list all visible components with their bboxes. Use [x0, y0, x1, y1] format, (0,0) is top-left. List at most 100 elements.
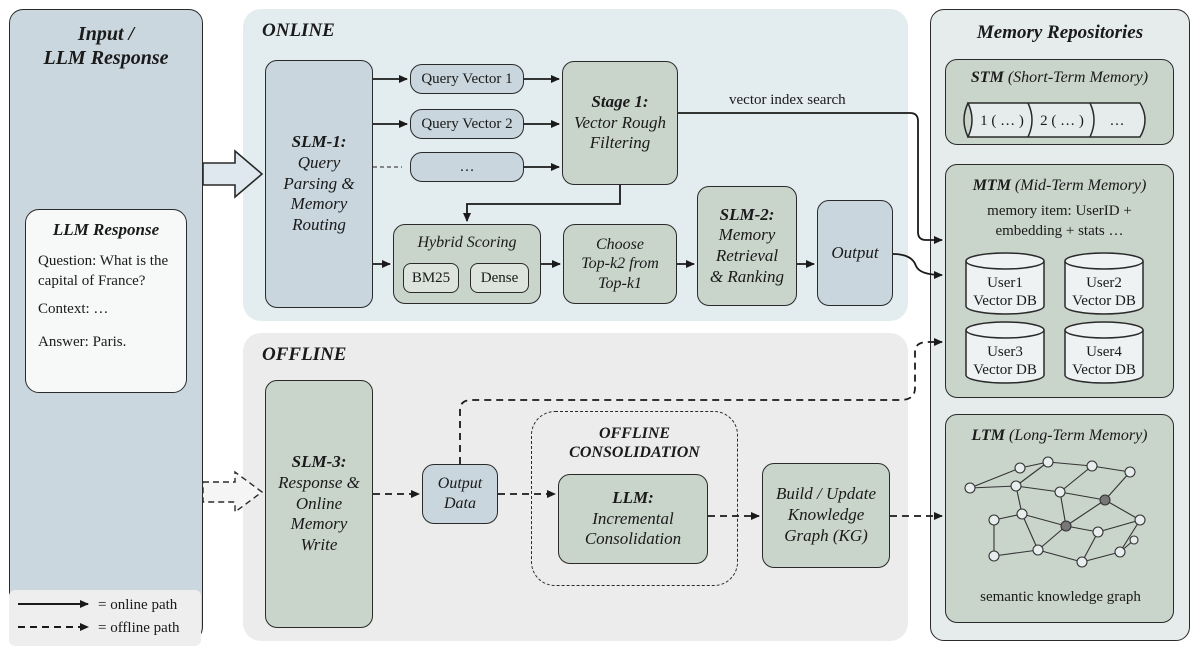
stm-abbr: STM	[970, 69, 1004, 86]
kg-line3: Graph (KG)	[784, 525, 868, 545]
slm3-line4: Write	[300, 535, 338, 555]
dense-label: Dense	[480, 269, 519, 286]
hybrid-title: Hybrid Scoring	[417, 234, 517, 251]
slm2-box: SLM-2: Memory Retrieval & Ranking	[697, 186, 797, 306]
mtm-abbr: MTM	[972, 177, 1011, 194]
llm-response-title: LLM Response	[52, 220, 160, 239]
offline-consolidation-group: OFFLINE CONSOLIDATION	[531, 411, 738, 586]
output-label: Output	[831, 242, 879, 262]
vector-index-search-label: vector index search	[729, 92, 846, 108]
bm25-box: BM25	[403, 263, 459, 293]
kg-line1: Build / Update	[775, 484, 877, 504]
choose-line3: Top-k1	[598, 274, 642, 292]
legend-offline-label: = offline path	[98, 620, 180, 636]
query-vector-2: Query Vector 2	[410, 109, 524, 139]
slm3-line2: Online	[295, 493, 343, 513]
mtm-desc1: memory item: UserID +	[987, 203, 1132, 219]
output-data-to-mtm-arrow	[459, 338, 943, 464]
stage1-line2: Filtering	[589, 133, 651, 153]
user3-label: User3	[987, 344, 1023, 360]
choose-line2: Top-k2 from	[581, 255, 659, 273]
slm3-line1: Response &	[278, 472, 360, 492]
choose-topk-box: Choose Top-k2 from Top-k1	[563, 224, 677, 304]
llm-line1: Incremental	[592, 508, 674, 528]
query-vector-1-label: Query Vector 1	[421, 70, 513, 87]
stm-full: (Short-Term Memory)	[1007, 69, 1149, 86]
build-kg-box: Build / Update Knowledge Graph (KG)	[762, 463, 890, 568]
llm-consolidation-box: LLM: Incremental Consolidation	[558, 474, 708, 564]
llm-title: LLM:	[612, 487, 654, 507]
bm25-label: BM25	[411, 269, 451, 286]
llm-context: Context: …	[38, 301, 109, 317]
llm-answer: Answer: Paris.	[38, 334, 127, 350]
slm1-line2: Parsing &	[283, 173, 355, 193]
mtm-desc2: embedding + stats …	[995, 222, 1124, 239]
llm-line2: Consolidation	[584, 529, 682, 549]
query-vector-1: Query Vector 1	[410, 64, 524, 94]
offline-title: OFFLINE	[262, 344, 347, 365]
output-box: Output	[817, 200, 893, 306]
knowledge-graph	[969, 461, 1141, 563]
slm3-box: SLM-3: Response & Online Memory Write	[265, 380, 373, 628]
input-to-slm3-arrow	[202, 470, 264, 514]
dense-box: Dense	[470, 263, 529, 293]
hybrid-scoring-box: Hybrid Scoring BM25 Dense	[393, 224, 541, 304]
user2-label: User2	[1086, 275, 1122, 291]
stage1-line1: Vector Rough	[573, 112, 667, 132]
slm1-box: SLM-1: Query Parsing & Memory Routing	[265, 60, 373, 308]
user1-db-label: Vector DB	[973, 293, 1037, 309]
output-to-mtm-arrow	[892, 253, 943, 279]
query-vector-more-label: …	[459, 158, 475, 175]
slm2-line3: & Ranking	[709, 266, 785, 286]
query-vector-2-label: Query Vector 2	[421, 115, 513, 132]
slm2-line1: Memory	[718, 225, 776, 245]
slm2-title: SLM-2:	[719, 204, 775, 224]
ltm-caption: semantic knowledge graph	[980, 589, 1141, 605]
slm1-line4: Routing	[292, 215, 346, 235]
consolidation-line2: CONSOLIDATION	[569, 444, 700, 462]
user1-vector-db	[965, 252, 1045, 315]
stage1-to-hybrid-arrow	[463, 185, 621, 222]
slm3-line3: Memory	[290, 514, 348, 534]
slm1-title: SLM-1:	[291, 132, 347, 152]
consolidation-line1: OFFLINE	[598, 425, 671, 442]
knowledge-graph-nodes	[964, 456, 1146, 568]
user1-label: User1	[987, 275, 1023, 291]
stm-queue	[963, 102, 1146, 138]
llm-response-card: LLM Response Question: What is the capit…	[25, 209, 187, 393]
user3-db-label: Vector DB	[973, 362, 1037, 378]
mtm-full: (Mid-Term Memory)	[1014, 177, 1147, 194]
vector-index-search-arrow	[678, 112, 943, 244]
slm1-line1: Query	[297, 152, 341, 172]
stage1-title: Stage 1:	[591, 91, 649, 111]
choose-line1: Choose	[596, 235, 644, 253]
user3-vector-db	[965, 321, 1045, 384]
legend-online-label: = online path	[98, 597, 178, 613]
output-data-line2: Data	[444, 495, 476, 512]
user4-db-label: Vector DB	[1072, 362, 1136, 378]
user2-vector-db	[1064, 252, 1144, 315]
kg-line2: Knowledge	[787, 505, 865, 525]
output-data-line1: Output	[437, 475, 483, 493]
slm2-line2: Retrieval	[715, 246, 779, 265]
ltm-abbr: LTM	[971, 427, 1005, 444]
output-data-box: Output Data	[422, 464, 498, 524]
input-to-slm1-arrow	[202, 149, 264, 199]
input-title-line1: Input /	[77, 23, 135, 45]
llm-question: Question: What is the capital of France?	[38, 253, 169, 289]
slm1-line3: Memory	[290, 194, 348, 214]
query-vector-more: …	[410, 152, 524, 182]
stm-cell-2: 2 ( … )	[1040, 113, 1084, 129]
online-title: ONLINE	[262, 20, 335, 41]
user4-vector-db	[1064, 321, 1144, 384]
stm-cell-1: 1 ( … )	[980, 113, 1024, 129]
stage1-box: Stage 1: Vector Rough Filtering	[562, 61, 678, 185]
input-title-line2: LLM Response	[43, 47, 169, 69]
user4-label: User4	[1086, 344, 1122, 360]
user2-db-label: Vector DB	[1072, 293, 1136, 309]
slm3-title: SLM-3:	[291, 452, 347, 472]
stm-cell-3: …	[1110, 113, 1125, 129]
ltm-full: (Long-Term Memory)	[1008, 427, 1148, 444]
repositories-title: Memory Repositories	[976, 22, 1144, 43]
